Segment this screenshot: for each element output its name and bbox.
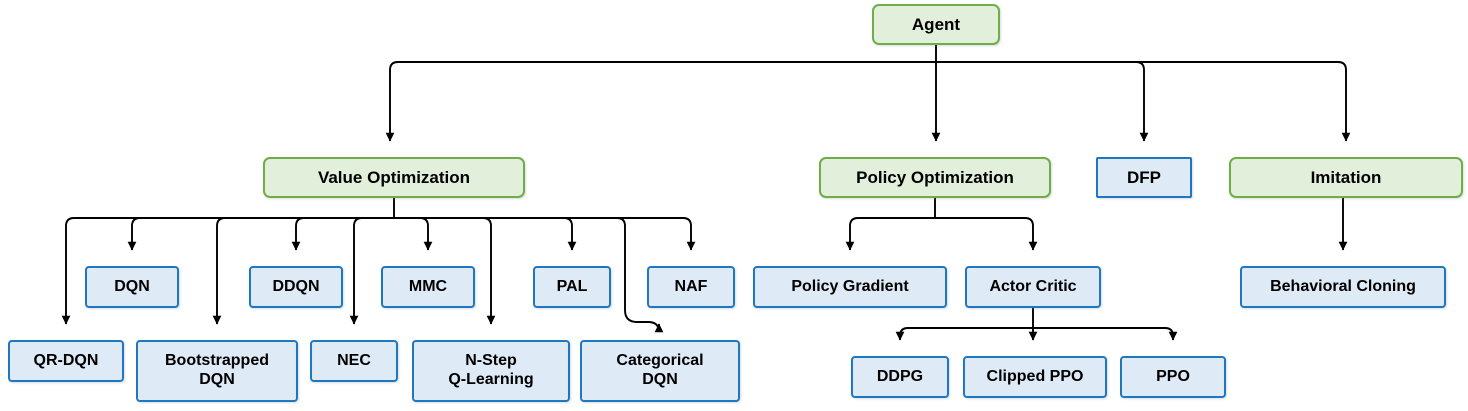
node-nec[interactable]: NEC [310,340,398,382]
node-ddpg[interactable]: DDPG [851,356,949,398]
node-bootstrapped-dqn-label: Bootstrapped DQN [165,352,269,388]
edge-actor-critic-bus [895,308,1178,341]
node-naf-label: NAF [674,277,708,295]
node-categorical-dqn[interactable]: Categorical DQN [580,340,740,402]
node-ppo-label: PPO [1156,367,1190,385]
node-actor-critic[interactable]: Actor Critic [965,266,1101,308]
node-pal-label: PAL [556,277,588,295]
node-qr-dqn[interactable]: QR-DQN [8,340,124,382]
node-value-optimization[interactable]: Value Optimization [263,157,525,198]
node-dqn-label: DQN [114,277,150,295]
node-ddpg-label: DDPG [876,367,924,385]
edge-agent-bus [385,45,1351,142]
node-dqn[interactable]: DQN [85,266,179,308]
node-actor-critic-label: Actor Critic [989,277,1077,295]
edge-value-optimization-bus [61,198,696,333]
node-dfp[interactable]: DFP [1096,157,1192,198]
node-ddqn[interactable]: DDQN [249,266,343,308]
node-agent-label: Agent [911,14,961,34]
node-clipped-ppo[interactable]: Clipped PPO [963,356,1107,398]
node-qr-dqn-label: QR-DQN [33,351,99,369]
node-bootstrapped-dqn[interactable]: Bootstrapped DQN [136,340,298,402]
node-n-step-q-learning[interactable]: N-Step Q-Learning [412,340,570,402]
node-mmc-label: MMC [408,277,448,295]
node-policy-optimization[interactable]: Policy Optimization [819,157,1051,198]
node-agent[interactable]: Agent [872,4,1000,45]
node-ddqn-label: DDQN [272,277,320,295]
edge-policy-optimization-bus [845,198,1038,251]
node-n-step-q-learning-label: N-Step Q-Learning [448,352,534,388]
node-clipped-ppo-label: Clipped PPO [986,367,1084,385]
node-policy-gradient-label: Policy Gradient [791,277,909,295]
node-ppo[interactable]: PPO [1120,356,1226,398]
node-imitation[interactable]: Imitation [1229,157,1463,198]
node-nec-label: NEC [337,351,371,369]
node-dfp-label: DFP [1127,167,1161,187]
node-policy-optimization-label: Policy Optimization [856,167,1014,187]
node-policy-gradient[interactable]: Policy Gradient [753,266,947,308]
node-naf[interactable]: NAF [647,266,735,308]
node-behavioral-cloning[interactable]: Behavioral Cloning [1240,266,1446,308]
node-imitation-label: Imitation [1310,167,1382,187]
node-pal[interactable]: PAL [533,266,611,308]
node-behavioral-cloning-label: Behavioral Cloning [1270,277,1416,295]
node-mmc[interactable]: MMC [381,266,475,308]
node-categorical-dqn-label: Categorical DQN [616,352,704,388]
node-value-optimization-label: Value Optimization [317,167,471,187]
